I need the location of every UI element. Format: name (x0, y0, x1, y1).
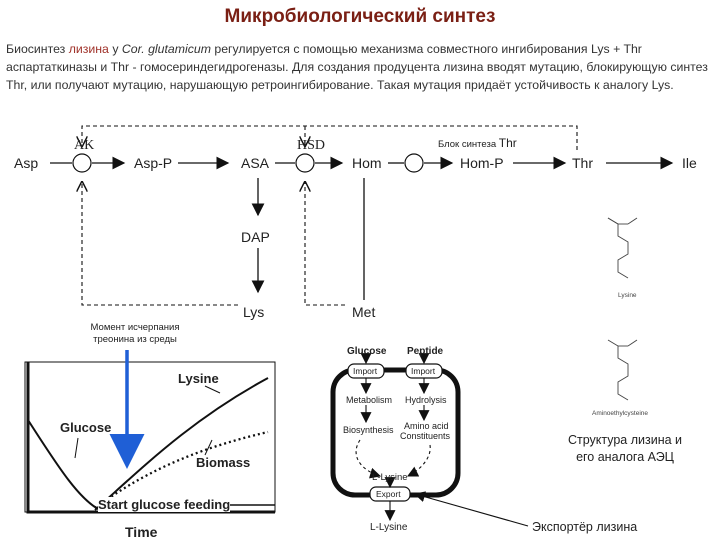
thr-block-label: Блок синтеза Thr (438, 136, 517, 150)
hydrolysis-label: Hydrolysis (405, 395, 447, 405)
asp-label: Asp (14, 155, 39, 171)
aec-structure-label: Aminoethylcysteine (592, 410, 648, 417)
threonine-depletion-note: Момент исчерпания треонина из среды (90, 322, 180, 345)
asa-label: ASA (241, 155, 270, 171)
lysine-curve-label: Lysine (178, 371, 219, 386)
intro-lysine-word: лизина (68, 42, 109, 56)
main-pathway-arrows (50, 156, 674, 300)
cell-transport-diagram (330, 353, 461, 522)
intro-text-1: Биосинтез (6, 42, 69, 56)
import-box-2: Import (411, 366, 436, 376)
structures-caption-line2: его аналога АЭЦ (576, 450, 674, 464)
thr-block-thr: Thr (498, 136, 517, 150)
lysine-structure (607, 217, 638, 279)
peptide-input-label: Peptide (407, 346, 444, 357)
intro-organism: Cor. glutamicum (121, 42, 211, 56)
intro-text-3: регулируется с помощью механизма совмест… (6, 42, 708, 92)
page-title: Микробиологический синтез (224, 6, 496, 27)
l-lysine-outside-label: L-Lysine (370, 522, 408, 533)
dap-label: DAP (241, 229, 270, 245)
import-box-1: Import (353, 366, 378, 376)
intro-paragraph: Биосинтез лизина у Cor. glutamicum регул… (6, 40, 712, 94)
start-feeding-label: Start glucose feeding (98, 497, 231, 512)
asp-p-label: Asp-P (134, 155, 173, 171)
met-label: Met (352, 304, 376, 320)
lys-label: Lys (243, 304, 265, 320)
ak-enzyme-circle (72, 153, 92, 173)
aec-structure (607, 339, 638, 401)
time-axis-label: Time (125, 524, 158, 540)
exporter-pointer-arrow (413, 491, 529, 527)
hsd-enzyme-circle (295, 153, 315, 173)
glucose-curve-label: Glucose (60, 420, 112, 435)
metabolism-label: Metabolism (346, 395, 393, 405)
structures-caption-line1: Структура лизина и (567, 433, 683, 447)
l-lysine-inside-label: L-Lysine (372, 472, 408, 483)
biosynthesis-label: Biosynthesis (343, 425, 394, 435)
export-box: Export (376, 489, 401, 499)
amino-acid-label: Amino acid (404, 421, 449, 431)
feedback-inhibition-lines (82, 125, 578, 306)
ile-label: Ile (682, 155, 697, 171)
intro-text-2: у (108, 42, 122, 56)
structures-caption: Структура лизина и его аналога АЭЦ (535, 432, 715, 466)
hom-enzyme-circle (404, 153, 424, 173)
biomass-curve-label: Biomass (196, 455, 251, 470)
thr-block-text: Блок синтеза (438, 139, 497, 150)
hsd-label: HSD (297, 138, 326, 153)
hom-label: Hom (352, 155, 382, 171)
thr-label: Thr (572, 155, 593, 171)
growth-chart (24, 361, 276, 514)
exporter-caption: Экспортёр лизина (532, 520, 638, 534)
ak-label: AK (74, 138, 95, 153)
constituents-label: Constituents (400, 431, 451, 441)
glucose-input-label: Glucose (347, 346, 387, 357)
hom-p-label: Hom-P (460, 155, 504, 171)
lysine-structure-label: Lysine (618, 292, 637, 299)
